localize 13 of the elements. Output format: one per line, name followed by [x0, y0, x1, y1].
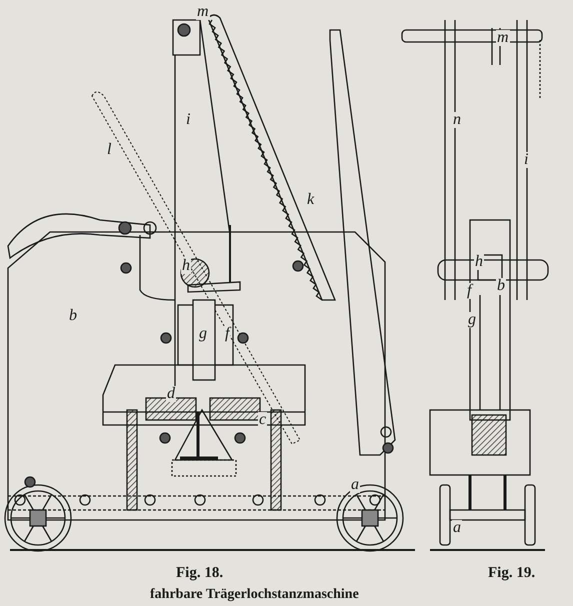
part-letter: c	[258, 412, 268, 428]
part-letter: i	[523, 152, 530, 168]
part-letter: h	[181, 258, 191, 274]
part-letter: f	[466, 283, 472, 299]
part-letter: n	[452, 112, 462, 128]
part-letter: h	[474, 254, 484, 270]
figure-label: Fig. 19.	[488, 564, 536, 583]
part-letter: d	[166, 386, 176, 402]
part-letter: g	[467, 312, 477, 328]
figure-label: Fig. 18.	[176, 564, 224, 583]
caption: fahrbare Trägerlochstanzmaschine	[150, 586, 359, 604]
part-letter: f	[224, 326, 230, 342]
part-letter: m	[496, 30, 510, 46]
